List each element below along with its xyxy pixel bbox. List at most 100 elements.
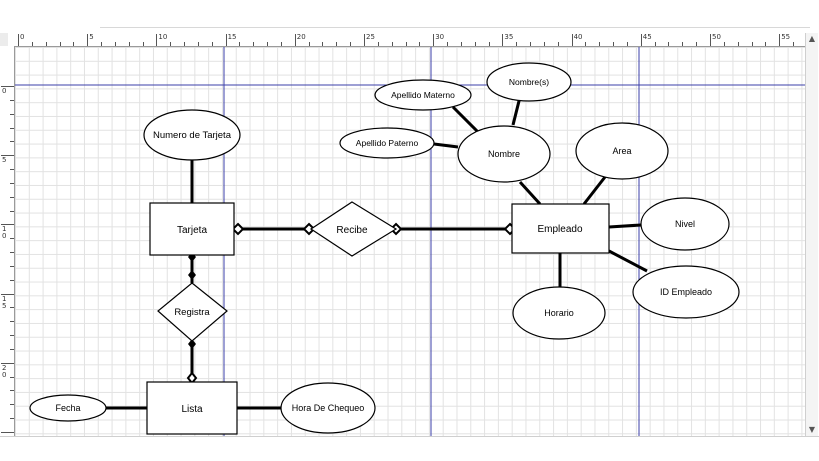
- entity-lista[interactable]: Lista: [146, 381, 238, 435]
- ruler-tick: [10, 307, 14, 309]
- ruler-tick: [156, 34, 158, 46]
- attribute-apellido-materno[interactable]: Apellido Materno: [374, 79, 472, 111]
- entity-tarjeta[interactable]: Tarjeta: [149, 202, 235, 256]
- ruler-tick: [128, 42, 130, 46]
- attribute-fecha[interactable]: Fecha: [29, 394, 107, 422]
- ruler-tick: [10, 404, 14, 406]
- ruler-tick: [322, 42, 324, 46]
- ruler-tick: [516, 42, 518, 46]
- ruler-tick: [502, 34, 504, 46]
- drawing-canvas[interactable]: Tarjeta Empleado Lista Recibe Registra N…: [15, 47, 805, 436]
- relationship-recibe[interactable]: Recibe: [309, 201, 398, 257]
- attribute-apellido-materno-label: Apellido Materno: [391, 90, 455, 100]
- ruler-tick: [391, 42, 393, 46]
- ruler-tick: [336, 42, 338, 46]
- attribute-horario-label: Horario: [544, 308, 574, 318]
- ruler-tick: [308, 42, 310, 46]
- ruler-tick: [1, 293, 14, 295]
- ruler-tick: [101, 42, 103, 46]
- ruler-tick: [10, 169, 14, 171]
- relationship-registra-label: Registra: [174, 307, 210, 318]
- ruler-tick: [710, 34, 711, 46]
- entity-empleado[interactable]: Empleado: [511, 203, 610, 254]
- toolbar-divider: [100, 27, 810, 28]
- ruler-label: 5: [89, 33, 94, 41]
- ruler-tick: [10, 210, 14, 212]
- ruler-tick: [793, 42, 795, 46]
- ruler-tick: [377, 42, 379, 46]
- ruler-tick: [599, 42, 601, 46]
- ruler-tick: [184, 42, 186, 46]
- ruler-tick: [668, 42, 670, 46]
- ruler-tick: [696, 42, 698, 46]
- ruler-tick: [10, 390, 14, 392]
- ruler-tick: [267, 42, 269, 46]
- marker-diamond-filled: [188, 339, 196, 349]
- relationship-registra[interactable]: Registra: [157, 282, 228, 342]
- marker-diamond-open: [231, 222, 245, 236]
- ruler-tick: [640, 34, 642, 46]
- ruler-label: 35: [504, 33, 514, 41]
- attribute-fecha-label: Fecha: [55, 403, 80, 413]
- ruler-tick: [18, 34, 19, 46]
- ruler-tick: [225, 34, 227, 46]
- ruler-tick: [59, 42, 61, 46]
- vertical-scrollbar[interactable]: ▲ ▼: [805, 33, 818, 436]
- attribute-apellido-paterno[interactable]: Apellido Paterno: [339, 127, 435, 159]
- ruler-tick: [10, 113, 14, 115]
- attribute-hora-chequeo[interactable]: Hora De Chequeo: [280, 382, 376, 434]
- entity-tarjeta-label: Tarjeta: [177, 225, 207, 236]
- ruler-tick: [142, 42, 144, 46]
- connector-empleado-id: [608, 249, 648, 273]
- attribute-area-label: Area: [612, 146, 631, 156]
- ruler-label: 10: [158, 33, 168, 41]
- ruler-tick: [779, 34, 781, 46]
- ruler-tick: [280, 42, 282, 46]
- attribute-nombres-label: Nombre(s): [509, 77, 549, 87]
- attribute-horario[interactable]: Horario: [512, 286, 606, 340]
- connector-empleado-nivel: [608, 223, 642, 229]
- ruler-label: 20: [296, 33, 306, 41]
- ruler-label: 0: [2, 87, 7, 95]
- ruler-tick: [87, 34, 89, 46]
- ruler-tick: [419, 42, 421, 46]
- attribute-numero-tarjeta[interactable]: Numero de Tarjeta: [143, 109, 241, 161]
- ruler-tick: [45, 42, 47, 46]
- ruler-tick: [543, 42, 545, 46]
- ruler-tick: [197, 42, 199, 46]
- ruler-label: 25: [366, 33, 375, 41]
- ruler-tick: [239, 42, 241, 46]
- attribute-nombre[interactable]: Nombre: [457, 125, 551, 183]
- ruler-tick: [557, 42, 559, 46]
- ruler-tick: [10, 196, 14, 198]
- ruler-label: 0: [20, 33, 25, 41]
- attribute-id-empleado-label: ID Empleado: [660, 287, 712, 297]
- ruler-label: 5: [2, 156, 7, 165]
- attribute-nivel-label: Nivel: [675, 219, 695, 229]
- ruler-tick: [31, 42, 33, 46]
- ruler-tick: [10, 418, 14, 420]
- attribute-id-empleado[interactable]: ID Empleado: [632, 265, 740, 319]
- scroll-down-arrow-icon[interactable]: ▼: [808, 425, 816, 434]
- attribute-nombres[interactable]: Nombre(s): [486, 62, 572, 102]
- ruler-tick: [682, 42, 684, 46]
- attribute-nombre-label: Nombre: [488, 149, 520, 159]
- ruler-tick: [1, 432, 14, 433]
- attribute-area[interactable]: Area: [575, 122, 669, 180]
- attribute-hora-chequeo-label: Hora De Chequeo: [292, 403, 365, 413]
- ruler-label: 10: [2, 225, 7, 241]
- ruler-tick: [613, 42, 615, 46]
- connector-nombre-paterno: [433, 142, 459, 149]
- marker-diamond-filled: [188, 270, 196, 280]
- ruler-tick: [350, 42, 352, 46]
- ruler-label: 45: [642, 33, 652, 41]
- scroll-up-arrow-icon[interactable]: ▲: [808, 34, 816, 43]
- ruler-tick: [654, 42, 656, 46]
- ruler-tick: [73, 42, 75, 46]
- attribute-nivel[interactable]: Nivel: [640, 197, 730, 251]
- entity-lista-label: Lista: [181, 404, 203, 415]
- ruler-tick: [1, 86, 14, 87]
- ruler-tick: [10, 252, 14, 254]
